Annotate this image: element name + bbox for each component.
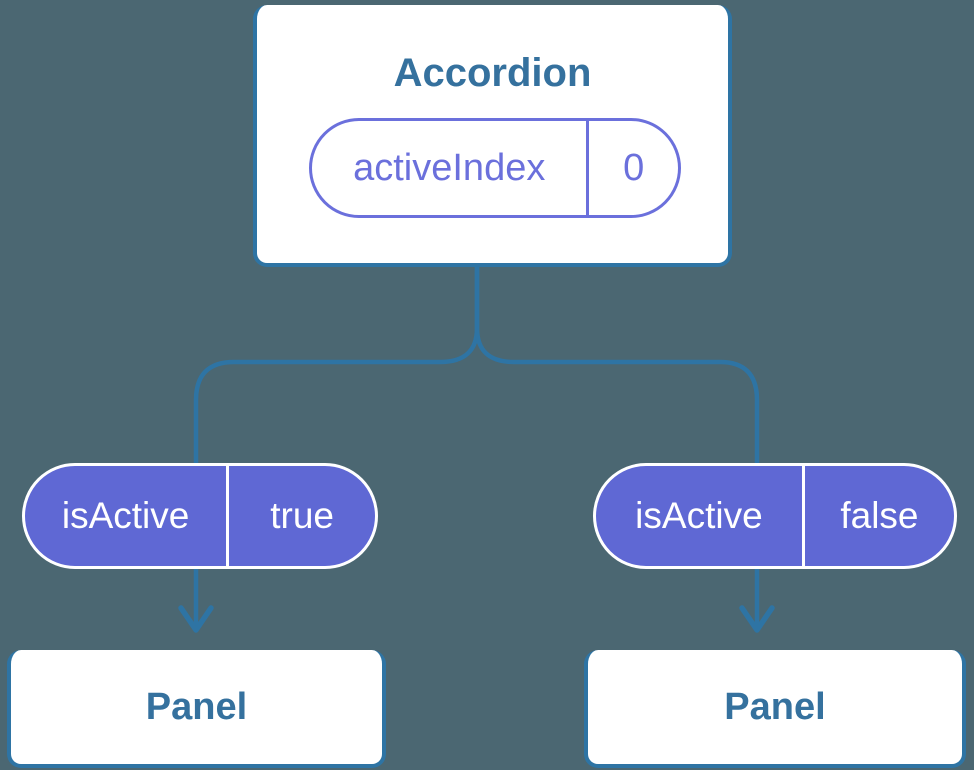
state-value: 0	[623, 146, 645, 189]
prop-value: true	[270, 495, 334, 536]
pill-divider	[226, 466, 230, 566]
component-title: Panel	[724, 685, 826, 728]
prop-name: isActive	[635, 495, 763, 536]
state-name: activeIndex	[353, 146, 546, 189]
arrow-down-icon	[739, 605, 775, 633]
prop-pill-isactive-true: isActive true	[22, 463, 378, 569]
component-card-panel-right: Panel	[584, 650, 966, 768]
pill-divider	[801, 466, 805, 566]
branch-left-line	[193, 261, 480, 630]
component-card-panel-left: Panel	[7, 650, 386, 768]
component-title: Accordion	[393, 51, 592, 95]
component-card-accordion: Accordion activeIndex 0	[253, 5, 732, 267]
prop-value: false	[840, 495, 919, 536]
state-pill-activeindex: activeIndex 0	[309, 118, 681, 218]
prop-name: isActive	[61, 495, 190, 536]
component-title: Panel	[145, 685, 248, 728]
prop-pill-isactive-false: isActive false	[593, 463, 957, 569]
branch-right-line	[474, 261, 760, 630]
arrow-down-icon	[178, 605, 214, 633]
pill-divider	[586, 121, 590, 215]
